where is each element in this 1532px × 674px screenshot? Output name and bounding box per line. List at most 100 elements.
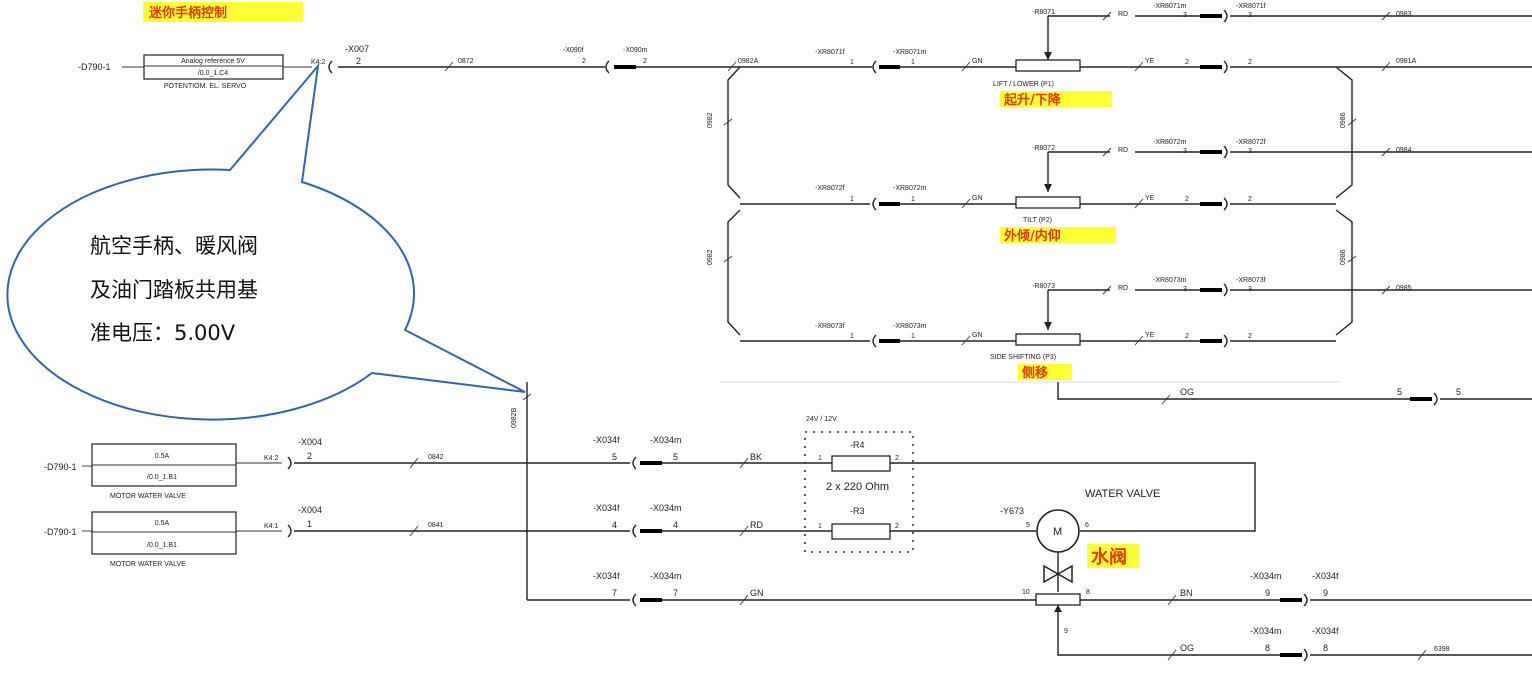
pot3-xf-top: -XR8073f [1236,277,1266,284]
bm2-pin: K4:1 [264,523,279,530]
voltage-label: 24V / 12V [806,416,837,423]
resistor-r3 [831,523,891,540]
long-vert-wire: 0982B [511,407,518,428]
x090m-label: -X090m [623,47,648,54]
bm2-line1: 0.5A [155,520,170,527]
pot3-label-cn: 侧移 [1022,365,1048,381]
svg-text:8: 8 [1323,643,1328,653]
potentiometer-p2 [1015,196,1081,209]
pot-row-tilt: -R8072 RD -XR8072m 3 -XR8072f 3 0984 -XR… [740,139,1532,244]
wire-0872: 0872 [458,58,474,65]
x007-pin: 2 [356,56,361,66]
svg-text:1: 1 [850,59,854,66]
pot2-gn: GN [972,195,983,202]
bm1-line2: /0.0_1.B1 [147,474,177,481]
svg-text:8: 8 [1086,589,1090,596]
callout-line-2: 及油门踏板共用基 [90,278,258,302]
svg-text:9: 9 [1265,588,1270,598]
right-vert-wire-1: 0986 [1340,112,1347,128]
svg-text:4: 4 [612,520,617,530]
pot3-left-f: -XR8073f [815,323,845,330]
rd-wire: RD [750,520,763,530]
pot3-gn: GN [972,332,983,339]
pot2-left-f: -XR8072f [815,185,845,192]
pot2-out-wire: 0984 [1396,147,1412,154]
valve-position-pot [1035,593,1081,606]
pot2-r: -R8072 [1032,145,1055,152]
svg-text:5: 5 [1397,387,1402,397]
bm2-connector-pin: 1 [307,519,312,529]
svg-text:2: 2 [1248,196,1252,203]
svg-text:-X034m: -X034m [1250,626,1282,636]
left-vert-wire-2: 0982 [707,249,714,265]
bk-wire: BK [750,452,762,462]
svg-text:-X034f: -X034f [1312,626,1339,636]
svg-text:1: 1 [850,333,854,340]
pot3-left-m: -XR8073m [893,323,927,330]
pot1-left-m: -XR8071m [893,49,927,56]
og-bottom: OG [1180,643,1194,653]
pot1-r: -R8071 [1032,9,1055,16]
bm2-connector: -X004 [298,505,322,515]
valve-symbol [1043,564,1073,584]
x090m-pin: 2 [643,58,647,65]
bm2-caption: MOTOR WATER VALVE [110,561,186,568]
top-module-caption: POTENTIOM. EL. SERVO [164,83,247,90]
svg-text:7: 7 [612,588,617,598]
svg-text:-X034m: -X034m [650,503,682,513]
callout-line-3: 准电压：5.00V [90,321,236,345]
bm1-wire: 0842 [428,454,444,461]
pot2-label-cn: 外倾/内仰 [1003,228,1061,244]
svg-text:3: 3 [1183,12,1187,19]
svg-text:1: 1 [911,196,915,203]
svg-text:2: 2 [1248,59,1252,66]
water-valve-cn: 水阀 [1091,546,1127,568]
pot3-ye: YE [1145,332,1155,339]
svg-text:1: 1 [911,333,915,340]
svg-text:3: 3 [1183,286,1187,293]
pot1-xm-top: -XR8071m [1153,3,1187,10]
svg-text:1: 1 [818,455,822,462]
svg-text:7: 7 [673,588,678,598]
x007-label: -X007 [345,44,369,54]
valve-ref: -Y673 [1000,506,1024,516]
svg-text:1: 1 [818,523,822,530]
pot2-xm-top: -XR8072m [1153,139,1187,146]
svg-text:-X034f: -X034f [593,503,620,513]
svg-text:3: 3 [1183,148,1187,155]
pot1-ye-wire: 0981A [1396,58,1417,65]
bottom-module-2: -D790-1 0.5A /0.0_1.B1 MOTOR WATER VALVE… [44,505,630,568]
bm1-line1: 0.5A [155,453,170,460]
potentiometer-p3 [1015,333,1081,346]
svg-text:2: 2 [895,455,899,462]
pot3-xm-top: -XR8073m [1153,277,1187,284]
svg-text:6: 6 [1085,522,1089,529]
bm1-caption: MOTOR WATER VALVE [110,493,186,500]
pot3-out-wire: 0985 [1396,285,1412,292]
svg-text:5: 5 [673,452,678,462]
pot1-left-f: -XR8071f [815,49,845,56]
pot-row-side-shift: -R8073 RD -XR8073m 3 -XR8073f 3 0985 -XR… [740,277,1532,381]
pot1-gn: GN [972,58,983,65]
top-module-pin: K4:2 [311,59,326,66]
callout-bubble: 航空手柄、暖风阀 及油门踏板共用基 准电压：5.00V [6,62,526,421]
potentiometer-p1 [1015,59,1081,72]
top-module-line2: /0.0_1.C4 [198,70,228,77]
svg-text:-X034m: -X034m [1250,571,1282,581]
svg-text:1: 1 [911,59,915,66]
right-vert-wire-2: 0986 [1340,249,1347,265]
joystick-title: 迷你手柄控制 [148,5,227,21]
svg-text:2: 2 [895,523,899,530]
gn-wire: GN [750,588,764,598]
bm1-ref: -D790-1 [44,462,77,472]
pot1-rd: RD [1118,11,1128,18]
svg-text:-X034f: -X034f [1312,571,1339,581]
motor-label: M [1053,526,1062,538]
r3-label: -R3 [850,506,865,516]
pot2-label-en: TILT (P2) [1023,217,1052,224]
pot1-ye: YE [1145,58,1155,65]
water-valve-label: WATER VALVE [1085,488,1160,500]
svg-text:8: 8 [1265,643,1270,653]
resistor-r4 [831,455,891,472]
